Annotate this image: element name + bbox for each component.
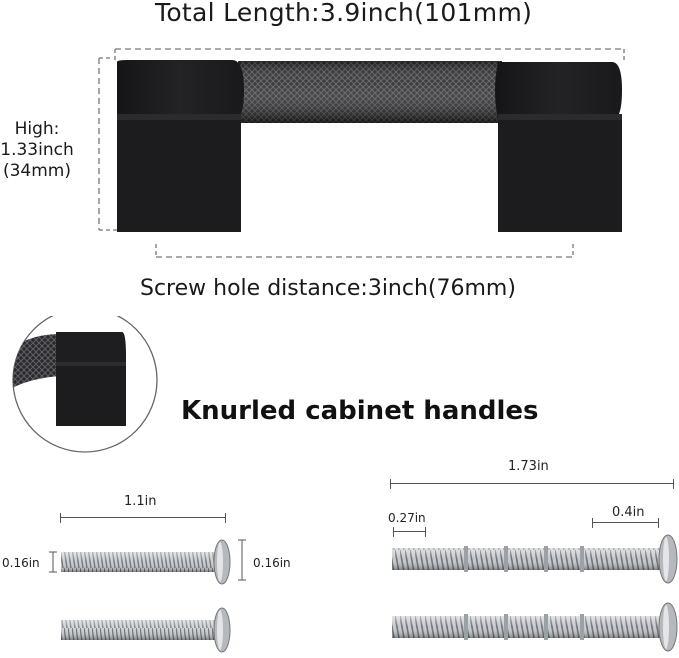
right-screws — [392, 534, 678, 652]
right-screw-tip-label: 0.27in — [388, 511, 426, 525]
product-title: Knurled cabinet handles — [181, 396, 539, 426]
right-screw-length-line — [390, 479, 674, 489]
detail-zoom-circle — [12, 316, 158, 453]
right-screw-head-line — [592, 518, 659, 528]
handle-illustration — [117, 60, 622, 232]
height-label-line3: (34mm) — [2, 161, 72, 181]
total-length-label: Total Length:3.9inch(101mm) — [155, 0, 533, 27]
dimension-guides — [98, 48, 625, 258]
right-screw-tip-line — [393, 527, 426, 537]
left-screw-length-label: 1.1in — [124, 494, 157, 509]
left-screws — [49, 539, 246, 653]
right-screw-head-label: 0.4in — [612, 505, 645, 520]
left-screw-length-line — [60, 513, 226, 523]
height-label-line2: 1.33inch — [0, 140, 74, 160]
screw-hole-distance-label: Screw hole distance:3inch(76mm) — [140, 276, 516, 301]
left-screw-diameter-label-right: 0.16in — [253, 556, 291, 570]
right-screw-length-label: 1.73in — [508, 459, 549, 474]
height-label-line1: High: — [14, 119, 60, 139]
height-label: High: 1.33inch (34mm) — [0, 119, 74, 182]
left-screw-diameter-label-left: 0.16in — [2, 556, 40, 570]
